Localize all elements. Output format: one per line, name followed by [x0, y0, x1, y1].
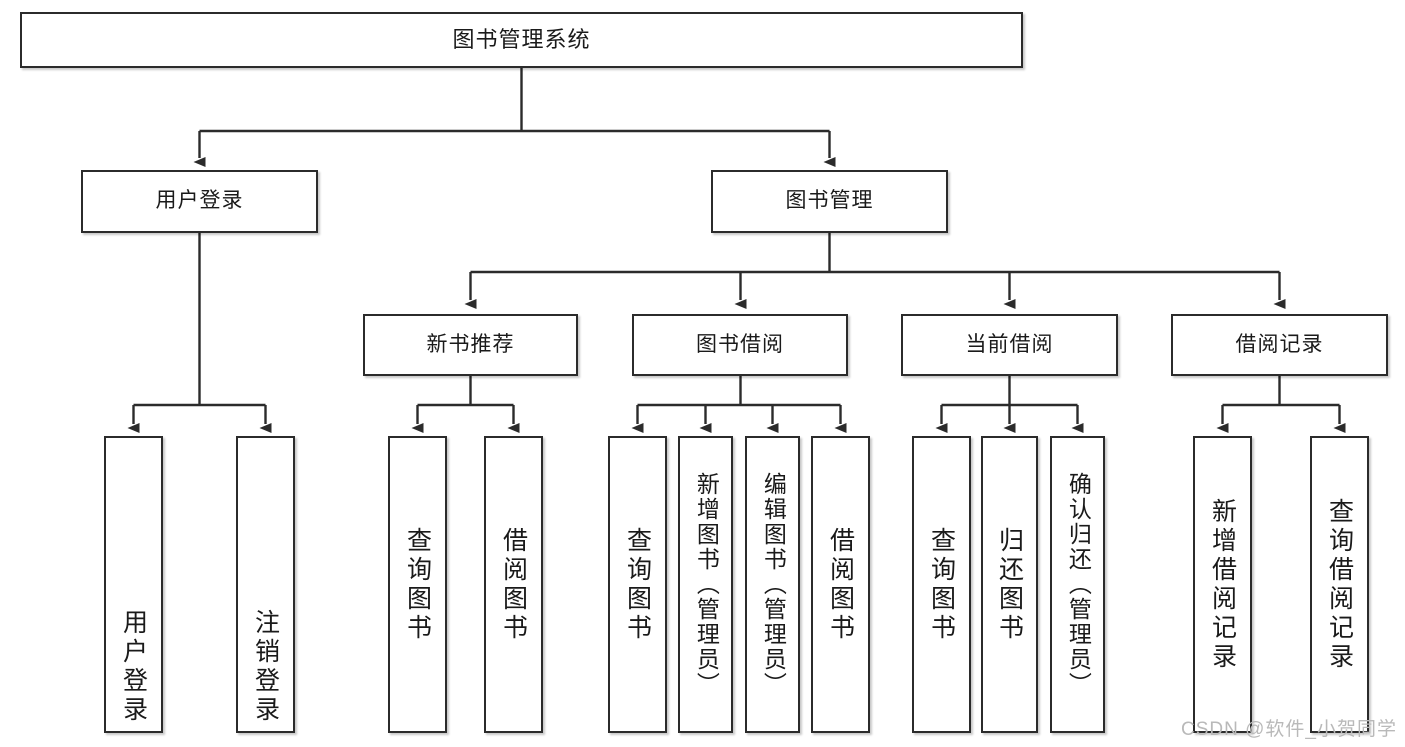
- watermark: CSDN @软件_小贺同学: [1181, 719, 1397, 740]
- node-user-login[interactable]: 用户登录: [81, 170, 318, 233]
- node-leaf-borrow-book-1[interactable]: 借阅图书: [484, 436, 543, 733]
- node-leaf-edit-book[interactable]: 编辑图书（管理员）: [745, 436, 800, 733]
- node-leaf-confirm-return[interactable]: 确认归还（管理员）: [1050, 436, 1105, 733]
- node-user-login-label: 用户登录: [155, 189, 244, 213]
- node-leaf-user-login-label: 用户登录: [119, 609, 148, 725]
- node-leaf-borrow-book-2-label: 借阅图书: [826, 526, 855, 643]
- node-new-book-rec-label: 新书推荐: [426, 332, 515, 356]
- node-new-book-rec[interactable]: 新书推荐: [363, 314, 578, 376]
- node-leaf-query-book-1[interactable]: 查询图书: [388, 436, 447, 733]
- node-leaf-logout[interactable]: 注销登录: [236, 436, 295, 733]
- node-leaf-borrow-book-1-label: 借阅图书: [499, 526, 528, 643]
- node-book-borrow-label: 图书借阅: [696, 332, 784, 356]
- node-leaf-logout-label: 注销登录: [251, 609, 280, 725]
- node-leaf-query-book-3-label: 查询图书: [927, 526, 956, 643]
- node-book-borrow[interactable]: 图书借阅: [632, 314, 848, 376]
- node-leaf-edit-book-label: 编辑图书（管理员）: [760, 472, 787, 697]
- node-leaf-query-book-2[interactable]: 查询图书: [608, 436, 667, 733]
- node-leaf-add-record-label: 新增借阅记录: [1208, 497, 1237, 672]
- node-leaf-query-book-2-label: 查询图书: [623, 526, 652, 643]
- node-borrow-record-label: 借阅记录: [1235, 332, 1324, 356]
- node-current-borrow[interactable]: 当前借阅: [901, 314, 1118, 376]
- node-leaf-query-record-label: 查询借阅记录: [1325, 497, 1354, 672]
- node-leaf-confirm-return-label: 确认归还（管理员）: [1065, 472, 1092, 697]
- node-leaf-return-book-label: 归还图书: [995, 526, 1024, 643]
- node-root[interactable]: 图书管理系统: [20, 12, 1023, 68]
- node-book-manage-label: 图书管理: [785, 189, 874, 213]
- node-root-label: 图书管理系统: [452, 27, 591, 53]
- node-leaf-user-login[interactable]: 用户登录: [104, 436, 163, 733]
- node-current-borrow-label: 当前借阅: [965, 332, 1054, 356]
- node-leaf-return-book[interactable]: 归还图书: [981, 436, 1038, 733]
- node-leaf-add-record[interactable]: 新增借阅记录: [1193, 436, 1252, 733]
- node-leaf-query-book-1-label: 查询图书: [403, 526, 432, 643]
- node-leaf-query-record[interactable]: 查询借阅记录: [1310, 436, 1369, 733]
- node-leaf-add-book[interactable]: 新增图书（管理员）: [678, 436, 733, 733]
- node-leaf-query-book-3[interactable]: 查询图书: [912, 436, 971, 733]
- node-book-manage[interactable]: 图书管理: [711, 170, 948, 233]
- node-borrow-record[interactable]: 借阅记录: [1171, 314, 1388, 376]
- node-leaf-add-book-label: 新增图书（管理员）: [693, 472, 720, 697]
- node-leaf-borrow-book-2[interactable]: 借阅图书: [811, 436, 870, 733]
